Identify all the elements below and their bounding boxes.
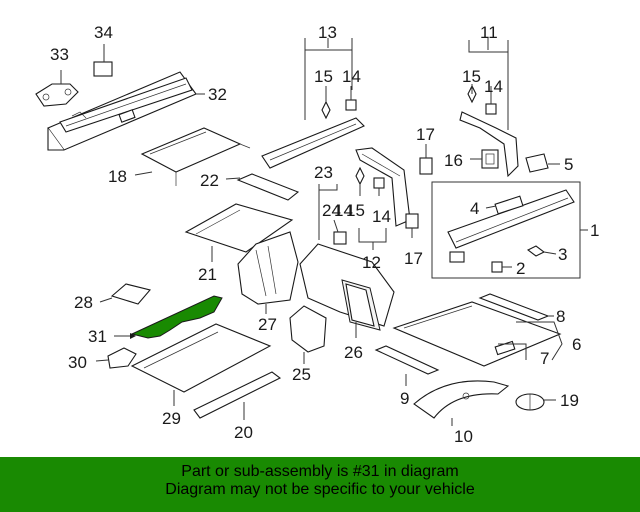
callout-14-b: 14 [484, 77, 503, 96]
callout-25: 25 [292, 365, 311, 384]
callout-15-b: 15 [462, 67, 481, 86]
part-14-clip-c [373, 177, 385, 196]
part-5-cover [525, 153, 560, 173]
callout-16: 16 [444, 151, 463, 170]
callout-19: 19 [560, 391, 579, 410]
part-26-panel [341, 279, 381, 338]
part-17-bracket-b [405, 213, 419, 238]
callout-15-c: 15 [346, 201, 365, 220]
banner-line-2: Diagram may not be specific to your vehi… [165, 481, 475, 498]
callout-23: 23 [314, 163, 333, 182]
callout-10: 10 [454, 427, 473, 446]
part-10-wheelhouse [413, 380, 510, 426]
part-13-rail [261, 38, 365, 169]
part-28-tray [99, 283, 151, 305]
parts-diagram: 1 2 3 4 5 6 7 8 9 10 11 12 13 14 14 14 1… [35, 23, 599, 446]
part-19-jack [515, 393, 556, 411]
part-31-highlighted[interactable] [114, 295, 223, 339]
callout-17-a: 17 [416, 125, 435, 144]
callout-11: 11 [480, 23, 498, 42]
part-27-trunk-trim [237, 231, 299, 314]
banner-line-1: Part or sub-assembly is #31 in diagram [181, 463, 459, 480]
part-11-pillar [459, 38, 519, 178]
part-9-strip [374, 345, 440, 386]
callout-14-a: 14 [342, 67, 361, 86]
part-30-cap [95, 347, 137, 369]
callout-15-a: 15 [314, 67, 333, 86]
part-14-clip-b [485, 86, 497, 115]
part-4-handle [485, 195, 524, 215]
part-8-strip [478, 293, 554, 321]
part-6-floor-cover [392, 301, 563, 367]
callout-28: 28 [74, 293, 93, 312]
info-banner: Part or sub-assembly is #31 in diagram D… [0, 457, 640, 512]
callout-14-d: 14 [334, 201, 353, 220]
callout-24: 24 [322, 201, 341, 220]
part-17-bracket-a [419, 144, 433, 175]
part-3-clip [526, 245, 557, 257]
callout-32: 32 [208, 85, 227, 104]
part-25-box [289, 305, 327, 364]
callout-20: 20 [234, 423, 253, 442]
callout-5: 5 [564, 155, 573, 174]
part-22-strip [225, 173, 300, 201]
part-15-clip-b [467, 84, 477, 104]
callout-26: 26 [344, 343, 363, 362]
callout-8: 8 [556, 307, 565, 326]
callout-3: 3 [558, 245, 567, 264]
part-12-trim [355, 147, 411, 250]
part-24-clip [333, 219, 347, 245]
part-20-sill [193, 371, 282, 420]
callout-14-c: 14 [372, 207, 391, 226]
part-group-1 [431, 181, 588, 279]
part-29-floor [130, 323, 272, 406]
callout-34: 34 [94, 23, 113, 42]
callout-7: 7 [540, 349, 549, 368]
callout-1: 1 [590, 221, 599, 240]
callout-22: 22 [200, 171, 219, 190]
part-16-latch [470, 149, 499, 169]
callout-13: 13 [318, 23, 337, 42]
callout-21: 21 [198, 265, 217, 284]
part-group-32 [47, 71, 205, 151]
part-21-cover [184, 203, 294, 262]
callout-29: 29 [162, 409, 181, 428]
callout-9: 9 [400, 389, 409, 408]
part-15-clip-a [321, 86, 331, 120]
callout-27: 27 [258, 315, 277, 334]
part-34-module [93, 44, 113, 77]
callout-30: 30 [68, 353, 87, 372]
part-33-actuator [35, 70, 79, 107]
part-2-clip [491, 261, 512, 273]
part-15-clip-c [355, 166, 365, 196]
part-14-clip-a [345, 86, 357, 111]
callout-2: 2 [516, 259, 525, 278]
callout-33: 33 [50, 45, 69, 64]
part-18-shelf [134, 127, 251, 186]
callout-17-b: 17 [404, 249, 423, 268]
callout-4: 4 [470, 199, 479, 218]
callout-31: 31 [88, 327, 107, 346]
callout-6: 6 [572, 335, 581, 354]
callout-18: 18 [108, 167, 127, 186]
callout-12: 12 [362, 253, 381, 272]
callout-labels: 1 2 3 4 5 6 7 8 9 10 11 12 13 14 14 14 1… [50, 23, 599, 446]
